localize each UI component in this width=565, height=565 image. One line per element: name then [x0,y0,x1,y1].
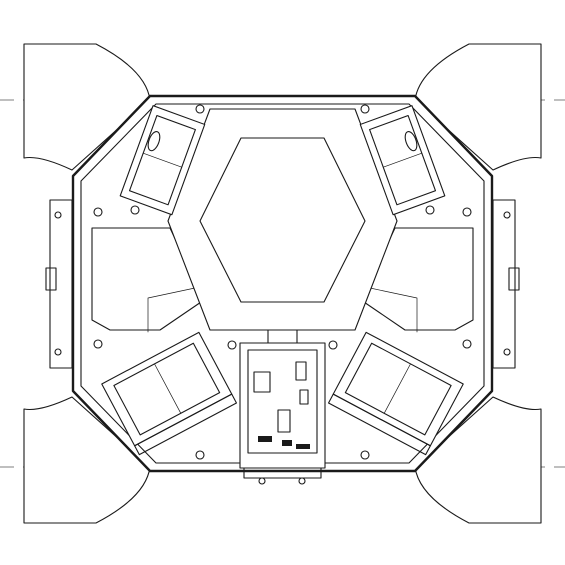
chip [299,389,309,405]
motor-bottom-left [101,331,238,456]
motor-seam [383,363,411,414]
rod-right [369,287,418,333]
side-chambers [91,227,474,333]
connector-left [45,267,57,291]
screw [93,207,103,217]
motor-seam [154,363,182,414]
motor-top-right [359,105,446,216]
screw [328,340,338,350]
hexagon-inner [199,137,366,303]
board-panel [247,349,318,454]
motor-seam [142,152,183,168]
cable-gland [258,477,266,485]
screw [360,104,370,114]
screw [425,205,435,215]
motor-clip [404,131,418,152]
bracket-right [492,199,516,369]
bracket-hole [503,348,511,356]
hexagon-inlet [167,108,398,346]
screw [462,339,472,349]
corner-flanges [23,43,542,524]
screw [195,104,205,114]
motor-top-left [119,105,206,216]
chip [295,361,307,381]
board-base [243,467,322,479]
screw [195,450,205,460]
bracket-hole [503,211,511,219]
chip [277,409,291,433]
screw [227,340,237,350]
motor-housing [113,342,221,436]
motor-base [327,393,431,456]
rod-left [147,287,196,333]
bracket-hole [54,211,62,219]
screw [130,205,140,215]
motor-clip [147,131,161,152]
bracket-hole [54,348,62,356]
connector-right [508,267,520,291]
screw [360,450,370,460]
motor-base [134,393,238,456]
connector-strip [296,444,310,449]
motor-seam [382,152,423,168]
screw [462,207,472,217]
chamber-left [91,227,205,331]
connector-strip [282,440,292,446]
chip [253,371,271,393]
connector-strip [258,436,272,442]
control-board [239,342,326,485]
board-frame [239,342,326,469]
chamber-right [360,227,474,331]
motor-bottom-right [327,331,464,456]
cable-gland [298,477,306,485]
motor-housing [344,342,452,436]
side-brackets [45,199,520,369]
screw-holes [93,104,472,460]
bracket-left [49,199,73,369]
housing-inner-outline [80,103,485,464]
screw [93,339,103,349]
